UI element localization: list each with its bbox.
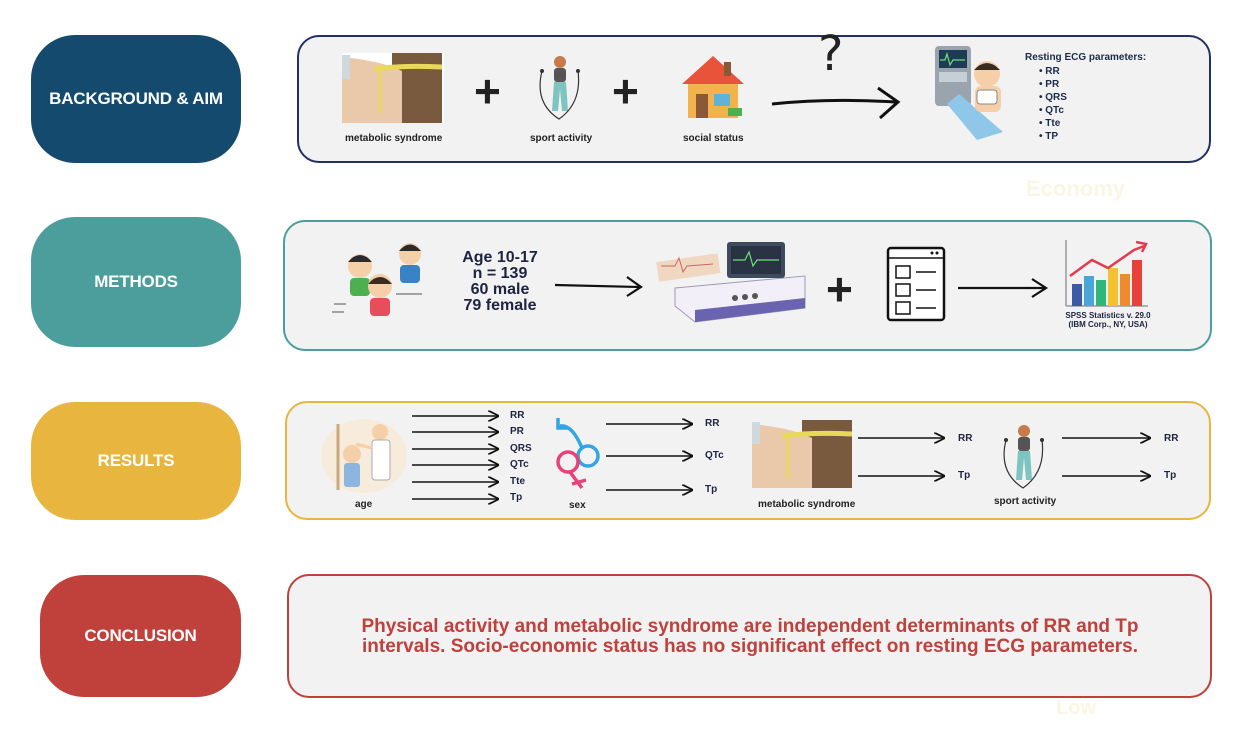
- watermark-economy: Economy: [1026, 176, 1126, 201]
- ecg-params-list: RR PR QRS QTc Tte TP: [1025, 65, 1146, 143]
- ecg-machine-icon: [655, 236, 810, 324]
- sex-symbols-icon: [548, 414, 608, 498]
- spss-caption: SPSS Statistics v. 29.0 (IBM Corp., NY, …: [1065, 311, 1151, 329]
- arrow-to-ecg: [771, 86, 901, 120]
- ecg-baby-icon: [933, 44, 1013, 140]
- plus-icon: +: [612, 65, 639, 117]
- ecg-param: Tte: [1039, 117, 1146, 130]
- arrow-to-ecg-machine: [554, 276, 643, 297]
- cohort-info: Age 10-17 n = 139 60 male 79 female: [455, 250, 545, 314]
- age-param-qtc: QTc: [510, 459, 529, 470]
- ms-param-tp: Tp: [958, 470, 971, 481]
- question-mark: ?: [818, 26, 844, 82]
- ecg-param: PR: [1039, 78, 1146, 91]
- sex-param-qtc: QTc: [705, 450, 724, 461]
- watermark-low: Low: [1056, 697, 1096, 719]
- ms-arrows: [858, 430, 948, 486]
- caption-metabolic-syndrome: metabolic syndrome: [345, 133, 443, 144]
- waist-measure-icon: [752, 420, 853, 488]
- sport-arrows: [1062, 430, 1154, 486]
- ecg-param: TP: [1039, 130, 1146, 143]
- arrow-to-spss: [958, 278, 1049, 298]
- conclusion-line-1: Physical activity and metabolic syndrome…: [361, 616, 1139, 637]
- caption-sport-activity-result: sport activity: [994, 496, 1057, 507]
- ecg-params-title: Resting ECG parameters:: [1025, 52, 1147, 63]
- ecg-param: QRS: [1039, 91, 1146, 104]
- results-panel: [285, 401, 1211, 520]
- age-param-pr: PR: [510, 426, 524, 437]
- age-arrows: [412, 408, 502, 508]
- ecg-param: QTc: [1039, 104, 1146, 117]
- cohort-age: Age 10-17: [462, 249, 538, 266]
- caption-social-status: social status: [683, 133, 744, 144]
- conclusion-panel: [287, 574, 1212, 698]
- caption-sex: sex: [569, 500, 586, 511]
- sex-param-tp: Tp: [705, 484, 718, 495]
- ms-param-rr: RR: [958, 433, 973, 444]
- plus-icon: +: [474, 65, 501, 117]
- age-doctor-icon: [320, 418, 408, 494]
- house-icon: [678, 52, 748, 122]
- bar-chart-icon: [1064, 238, 1150, 308]
- age-param-qrs: QRS: [510, 443, 532, 454]
- sport-param-tp: Tp: [1164, 470, 1177, 481]
- children-running-icon: [330, 234, 435, 326]
- caption-metabolic-syndrome-result: metabolic syndrome: [758, 499, 856, 510]
- ecg-params-block: Resting ECG parameters: RR PR QRS QTc Tt…: [1025, 52, 1146, 143]
- age-param-rr: RR: [510, 410, 525, 421]
- jump-rope-icon: [996, 422, 1052, 492]
- conclusion-line-2: intervals. Socio-economic status has no …: [361, 636, 1139, 657]
- methods-label: METHODS: [31, 217, 241, 347]
- plus-icon: +: [826, 263, 853, 315]
- cohort-n: n = 139: [472, 265, 528, 282]
- questionnaire-icon: [886, 246, 946, 322]
- conclusion-label: CONCLUSION: [40, 575, 241, 697]
- age-param-tp: Tp: [510, 492, 523, 503]
- conclusion-text: Physical activity and metabolic syndrome…: [290, 617, 1210, 657]
- background-aim-label: BACKGROUND & AIM: [31, 35, 241, 163]
- cohort-female: 79 female: [463, 297, 537, 314]
- sport-param-rr: RR: [1164, 433, 1179, 444]
- caption-age: age: [355, 499, 373, 510]
- caption-sport-activity: sport activity: [530, 133, 593, 144]
- jump-rope-icon: [530, 53, 588, 125]
- cohort-male: 60 male: [470, 281, 530, 298]
- waist-measure-icon: [342, 53, 444, 123]
- sex-arrows: [606, 416, 696, 500]
- sex-param-rr: RR: [705, 418, 720, 429]
- age-param-tte: Tte: [510, 476, 525, 487]
- ecg-param: RR: [1039, 65, 1146, 78]
- results-label: RESULTS: [31, 402, 241, 520]
